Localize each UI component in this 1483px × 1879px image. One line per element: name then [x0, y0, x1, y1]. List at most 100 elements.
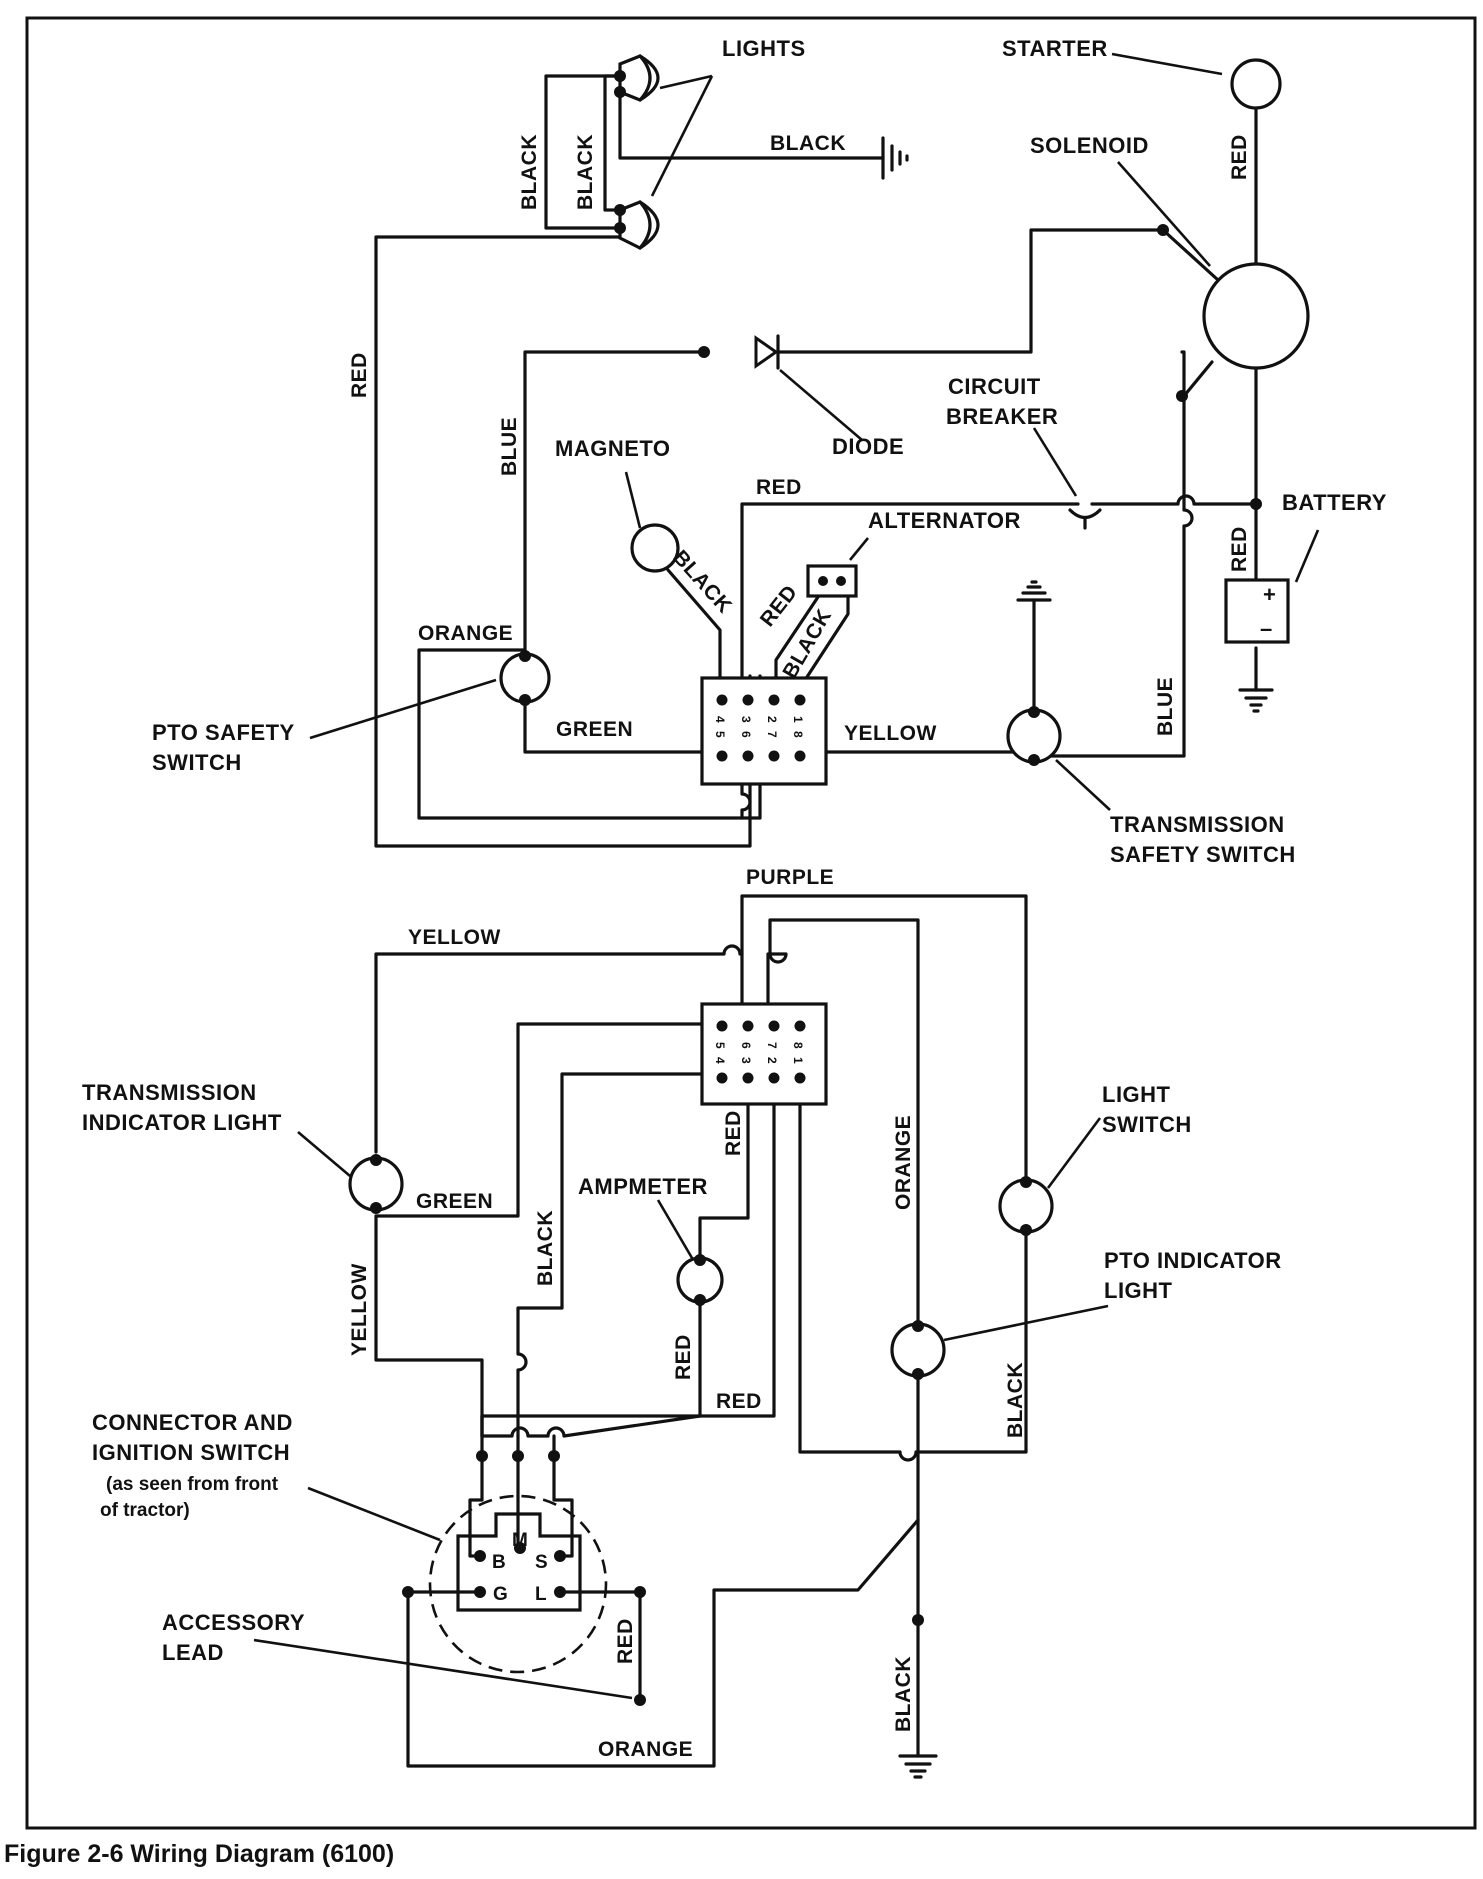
wire-red-connector: RED: [722, 1110, 745, 1156]
label-accessory-2: LEAD: [162, 1640, 224, 1665]
terminal-s: S: [535, 1552, 548, 1573]
pointer-arrows: [253, 52, 1320, 1700]
wire-purple: PURPLE: [746, 866, 834, 889]
wire-red-lower: RED: [716, 1390, 762, 1413]
label-solenoid: SOLENOID: [1030, 133, 1149, 158]
bpin-2: 2: [765, 1057, 779, 1064]
label-breaker: BREAKER: [946, 404, 1058, 429]
wire-red-accessory: RED: [614, 1618, 637, 1664]
label-magneto: MAGNETO: [555, 436, 671, 461]
bpin-4: 4: [713, 1057, 727, 1064]
bpin-1: 1: [791, 1057, 805, 1064]
pin-4: 4: [713, 716, 727, 723]
transmission-safety-switch: [1006, 706, 1062, 766]
label-trans-safety-1: TRANSMISSION: [1110, 812, 1285, 837]
wire-red-left: RED: [348, 352, 371, 398]
wire-yellow-bottom: YELLOW: [408, 926, 501, 949]
label-starter: STARTER: [1002, 36, 1108, 61]
terminal-b: B: [492, 1552, 506, 1573]
bpin-5: 5: [713, 1042, 727, 1049]
wire-orange-right: ORANGE: [892, 1115, 915, 1210]
label-pto-safety-2: SWITCH: [152, 750, 242, 775]
label-battery: BATTERY: [1282, 490, 1387, 515]
terminal-g: G: [493, 1584, 508, 1605]
label-connector-3: (as seen from front: [106, 1474, 279, 1495]
ampmeter: [676, 1254, 724, 1306]
wire-blue-right: BLUE: [1154, 677, 1177, 736]
bpin-6: 6: [739, 1042, 753, 1049]
wire-red-starter: RED: [1228, 134, 1251, 180]
bpin-7: 7: [765, 1042, 779, 1049]
bpin-8: 8: [791, 1042, 805, 1049]
label-accessory-1: ACCESSORY: [162, 1610, 305, 1635]
label-pto-ind-1: PTO INDICATOR: [1104, 1248, 1282, 1273]
bottom-wiring: [374, 894, 1028, 1779]
wire-blue-left: BLUE: [498, 417, 521, 476]
label-pto-ind-2: LIGHT: [1104, 1278, 1173, 1303]
pin-2: 2: [765, 716, 779, 723]
label-ampmeter: AMPMETER: [578, 1174, 708, 1199]
wire-yellow-lower: YELLOW: [348, 1263, 371, 1356]
label-connector-2: IGNITION SWITCH: [92, 1440, 290, 1465]
battery: + –: [1224, 578, 1290, 644]
wire-yellow-top: YELLOW: [844, 722, 937, 745]
starter-motor: [1230, 58, 1282, 110]
label-trans-ind-2: INDICATOR LIGHT: [82, 1110, 282, 1135]
wire-black-ground: BLACK: [770, 132, 846, 155]
wire-black-outer: BLACK: [518, 134, 541, 210]
wire-black-inner: BLACK: [574, 134, 597, 210]
label-pto-safety-1: PTO SAFETY: [152, 720, 295, 745]
battery-plus: +: [1263, 582, 1276, 607]
label-diode: DIODE: [832, 434, 904, 459]
wire-black-mid: BLACK: [534, 1210, 557, 1286]
component-labels: LIGHTS STARTER SOLENOID CIRCUIT BREAKER …: [82, 36, 1387, 1665]
wire-green-top: GREEN: [556, 718, 633, 741]
bpin-3: 3: [739, 1057, 753, 1064]
label-lights: LIGHTS: [722, 36, 806, 61]
figure-frame: [25, 16, 1477, 1830]
transmission-indicator-light: [348, 1154, 404, 1214]
pto-safety-switch: [499, 650, 551, 706]
terminal-m: M: [512, 1530, 528, 1551]
connector-block-bottom: 5 4 6 3 7 2 8 1: [700, 1002, 828, 1106]
solenoid: [1157, 224, 1310, 510]
magneto: [630, 523, 680, 573]
wire-black-right: BLACK: [1004, 1362, 1027, 1438]
diode: [698, 334, 780, 370]
label-connector-1: CONNECTOR AND: [92, 1410, 293, 1435]
wire-red-alternator: RED: [756, 581, 802, 631]
wire-red-breaker: RED: [756, 476, 802, 499]
top-wiring: [374, 74, 1274, 848]
terminal-l: L: [535, 1584, 547, 1605]
wire-red-ampmeter: RED: [672, 1334, 695, 1380]
pin-5: 5: [713, 731, 727, 738]
pto-indicator-light: [890, 1320, 946, 1626]
light-switch: [998, 1176, 1054, 1236]
battery-minus: –: [1260, 616, 1273, 641]
ignition-switch: M B S G L: [402, 1450, 646, 1706]
label-trans-ind-1: TRANSMISSION: [82, 1080, 257, 1105]
label-alternator: ALTERNATOR: [868, 508, 1021, 533]
pin-1: 1: [791, 716, 805, 723]
pin-7: 7: [765, 731, 779, 738]
wire-orange-bottom: ORANGE: [598, 1738, 693, 1761]
connector-block-top: 4 5 3 6 2 7 1 8: [700, 676, 828, 786]
label-circuit: CIRCUIT: [948, 374, 1041, 399]
wire-labels: BLACK BLACK BLACK RED RED BLUE RED RED B…: [348, 132, 1251, 1761]
label-trans-safety-2: SAFETY SWITCH: [1110, 842, 1296, 867]
alternator: [806, 564, 858, 598]
label-light-switch-1: LIGHT: [1102, 1082, 1171, 1107]
lights-upper: [614, 54, 660, 102]
label-connector-4: of tractor): [100, 1500, 190, 1521]
figure-caption: Figure 2-6 Wiring Diagram (6100): [4, 1840, 394, 1868]
circuit-breaker: [1068, 508, 1102, 530]
pin-3: 3: [739, 716, 753, 723]
wire-orange-top: ORANGE: [418, 622, 513, 645]
lights-lower: [614, 200, 660, 250]
wire-black-ground-bottom: BLACK: [892, 1656, 915, 1732]
pin-8: 8: [791, 731, 805, 738]
label-light-switch-2: SWITCH: [1102, 1112, 1192, 1137]
wire-green-bottom: GREEN: [416, 1190, 493, 1213]
pin-6: 6: [739, 731, 753, 738]
